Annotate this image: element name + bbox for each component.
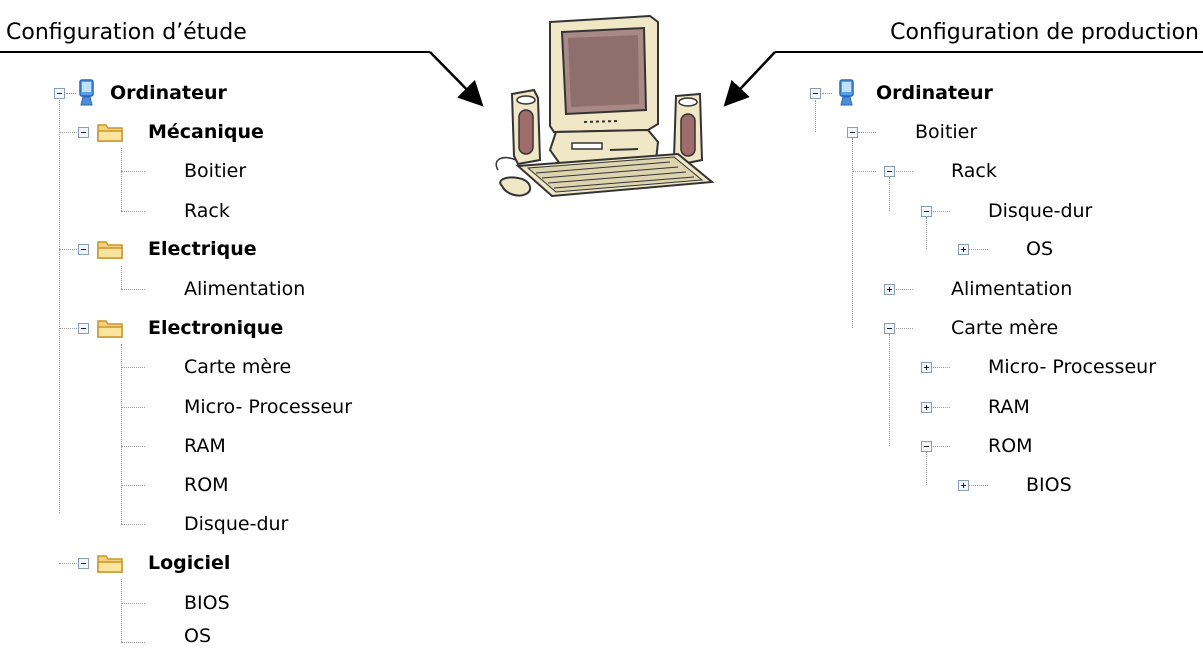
left-title-underline — [0, 51, 430, 53]
right-item-disque-dur[interactable]: Disque-dur — [988, 200, 1093, 222]
carte-mere-collapse-toggle[interactable] — [884, 323, 895, 334]
right-item-boitier[interactable]: Boitier — [915, 121, 978, 143]
left-root-label[interactable]: Ordinateur — [110, 82, 227, 104]
right-config-title: Configuration de production — [890, 20, 1199, 45]
right-item-bios[interactable]: BIOS — [1026, 474, 1072, 496]
right-item-rack[interactable]: Rack — [951, 160, 997, 182]
computer-icon — [79, 79, 94, 106]
right-arrow — [723, 51, 776, 107]
right-item-ram[interactable]: RAM — [988, 396, 1030, 418]
ram-expand-toggle[interactable] — [921, 402, 932, 413]
os-expand-toggle[interactable] — [958, 244, 969, 255]
left-item-ram[interactable]: RAM — [184, 435, 226, 457]
right-item-carte-mere[interactable]: Carte mère — [951, 317, 1059, 339]
computer-icon — [839, 79, 854, 106]
group-logiciel-collapse-toggle[interactable] — [78, 558, 89, 569]
alimentation-expand-toggle[interactable] — [884, 284, 895, 295]
left-root-collapse-toggle[interactable] — [54, 88, 65, 99]
left-item-os[interactable]: OS — [184, 625, 212, 647]
left-item-carte-mere[interactable]: Carte mère — [184, 356, 292, 378]
folder-icon — [97, 320, 123, 338]
group-mecanique-label[interactable]: Mécanique — [148, 121, 264, 143]
left-item-alimentation[interactable]: Alimentation — [184, 278, 306, 300]
left-arrow — [429, 51, 484, 107]
group-mecanique-collapse-toggle[interactable] — [78, 127, 89, 138]
right-item-os[interactable]: OS — [1026, 238, 1054, 260]
group-electrique-label[interactable]: Electrique — [148, 238, 257, 260]
left-item-disque-dur[interactable]: Disque-dur — [184, 513, 289, 535]
left-item-rom[interactable]: ROM — [184, 474, 229, 496]
left-item-micro-processeur[interactable]: Micro- Processeur — [184, 396, 353, 418]
micro-processeur-expand-toggle[interactable] — [921, 362, 932, 373]
computer-illustration — [495, 14, 715, 198]
boitier-collapse-toggle[interactable] — [847, 127, 858, 138]
right-item-micro-processeur[interactable]: Micro- Processeur — [988, 356, 1157, 378]
bios-expand-toggle[interactable] — [958, 480, 969, 491]
folder-icon — [97, 124, 123, 142]
disque-dur-collapse-toggle[interactable] — [921, 206, 932, 217]
folder-icon — [97, 555, 123, 573]
right-root-collapse-toggle[interactable] — [810, 88, 821, 99]
group-electronique-collapse-toggle[interactable] — [78, 323, 89, 334]
rom-collapse-toggle[interactable] — [921, 441, 932, 452]
group-electronique-label[interactable]: Electronique — [148, 317, 284, 339]
right-item-rom[interactable]: ROM — [988, 435, 1033, 457]
rack-collapse-toggle[interactable] — [884, 166, 895, 177]
group-electrique-collapse-toggle[interactable] — [78, 244, 89, 255]
left-item-bios[interactable]: BIOS — [184, 592, 230, 614]
folder-icon — [97, 241, 123, 259]
right-item-alimentation[interactable]: Alimentation — [951, 278, 1073, 300]
right-title-underline — [775, 51, 1203, 53]
left-item-rack[interactable]: Rack — [184, 200, 230, 222]
left-config-title: Configuration d’étude — [6, 20, 247, 45]
right-root-label[interactable]: Ordinateur — [876, 82, 993, 104]
left-item-boitier[interactable]: Boitier — [184, 160, 247, 182]
group-logiciel-label[interactable]: Logiciel — [148, 552, 231, 574]
